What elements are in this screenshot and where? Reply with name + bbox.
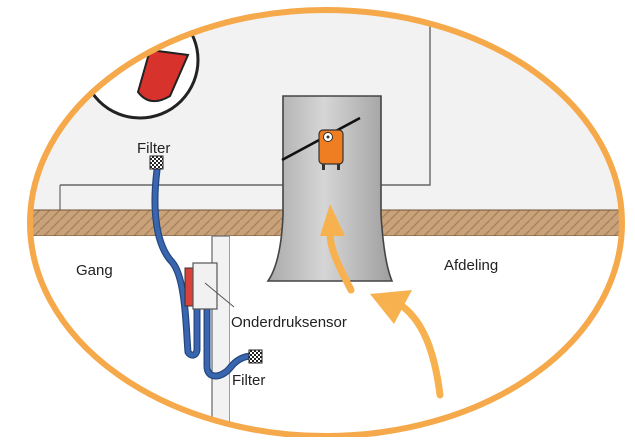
pressure-tubing (151, 166, 256, 380)
damper-actuator-icon (318, 129, 344, 170)
sensor-label: Onderdruksensor (231, 314, 347, 331)
oval-frame (27, 7, 625, 439)
filter-bottom-label: Filter (232, 372, 265, 389)
filter-icon (248, 349, 263, 364)
gang-label: Gang (76, 262, 113, 279)
filter-icon (149, 155, 164, 170)
exhaust-duct (266, 95, 394, 282)
filter-top-label: Filter (137, 140, 170, 157)
afdeling-label: Afdeling (444, 257, 498, 274)
airflow-arrow-icon (320, 204, 444, 399)
pressure-sensor-icon (184, 262, 235, 310)
